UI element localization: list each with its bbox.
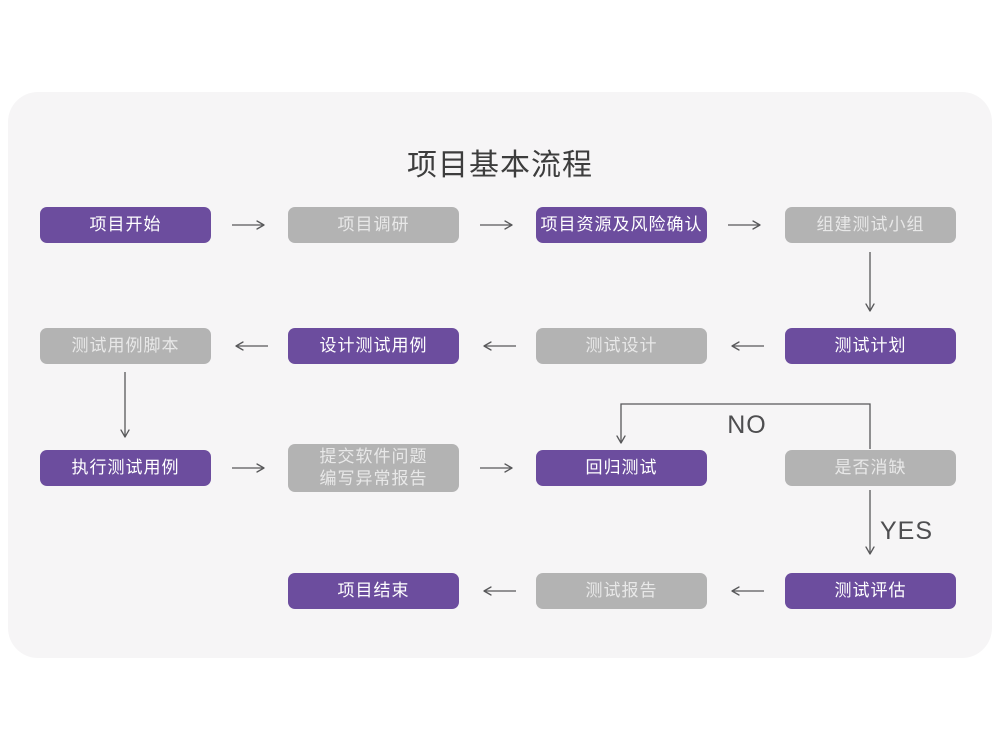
branch-label-no: NO (727, 411, 767, 439)
node-defect-cleared: 是否消缺 (785, 450, 956, 486)
node-test-case-scripts: 测试用例脚本 (40, 328, 211, 364)
node-test-evaluation: 测试评估 (785, 573, 956, 609)
node-project-resources-risk: 项目资源及风险确认 (536, 207, 707, 243)
branch-label-yes: YES (880, 517, 934, 545)
node-regression-test: 回归测试 (536, 450, 707, 486)
node-test-plan: 测试计划 (785, 328, 956, 364)
node-form-test-team: 组建测试小组 (785, 207, 956, 243)
node-execute-test-cases: 执行测试用例 (40, 450, 211, 486)
node-test-report: 测试报告 (536, 573, 707, 609)
diagram-title: 项目基本流程 (407, 149, 593, 182)
node-project-research: 项目调研 (288, 207, 459, 243)
node-project-start: 项目开始 (40, 207, 211, 243)
node-test-design: 测试设计 (536, 328, 707, 364)
node-submit-issues-write-report: 提交软件问题 编写异常报告 (288, 444, 459, 492)
node-project-end: 项目结束 (288, 573, 459, 609)
node-design-test-cases: 设计测试用例 (288, 328, 459, 364)
flowchart-card (8, 92, 992, 658)
